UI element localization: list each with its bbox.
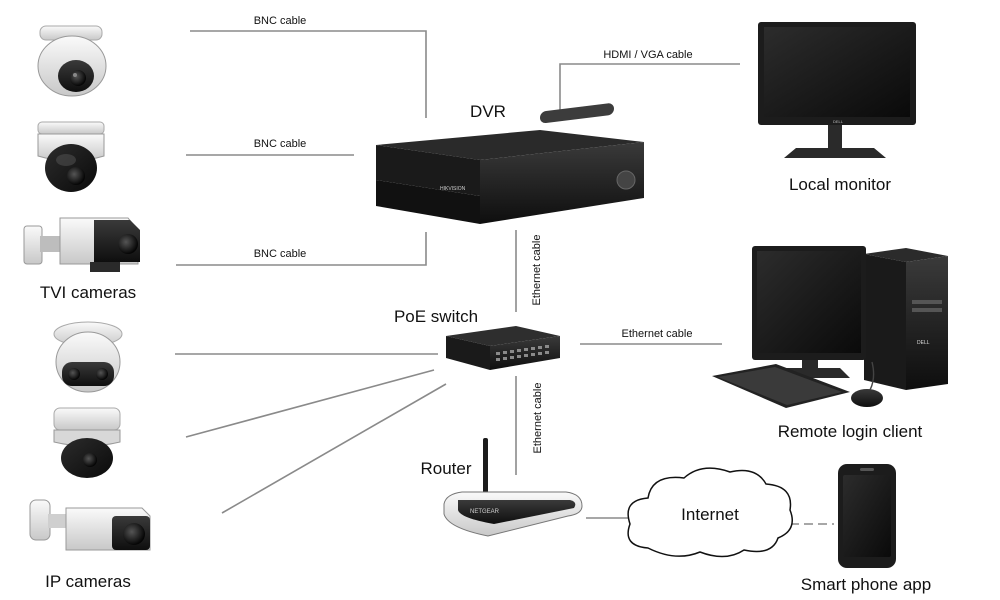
ethernet-cable-label-switch-client: Ethernet cable <box>622 328 693 340</box>
local-monitor-icon: DELL <box>758 22 916 158</box>
ip-camera-line-2 <box>185 369 435 438</box>
internet-cloud-icon <box>627 467 793 558</box>
bnc-line-1 <box>190 30 427 118</box>
hdmi-vga-cable-label: HDMI / VGA cable <box>603 49 692 61</box>
dvr-icon: HIKVISION <box>376 103 644 224</box>
poe-switch-icon <box>446 326 560 370</box>
router-label: Router <box>420 459 471 478</box>
ethernet-cable-label-dvr-switch: Ethernet cable <box>531 235 543 306</box>
router-brand-text: NETGEAR <box>470 509 500 515</box>
tvi-camera-dome-icon <box>37 121 105 192</box>
hdmi-vga-line <box>559 63 740 110</box>
ip-camera-line-3 <box>221 383 447 514</box>
tvi-camera-bullet-icon <box>23 217 140 272</box>
dvr-label: DVR <box>470 102 506 121</box>
pc-brand-text: DELL <box>917 340 930 346</box>
bnc-cable-label-2: BNC cable <box>254 138 307 150</box>
monitor-brand-text: DELL <box>833 119 844 124</box>
ethernet-cable-label-switch-router: Ethernet cable <box>532 383 544 454</box>
connection-lines <box>175 30 834 525</box>
tvi-camera-turret-icon <box>37 25 107 97</box>
router-icon: NETGEAR <box>443 438 583 537</box>
bnc-cable-label-3: BNC cable <box>254 248 307 260</box>
internet-label: Internet <box>681 505 739 524</box>
smart-phone-app-label: Smart phone app <box>801 575 931 594</box>
ip-cameras-label: IP cameras <box>45 572 131 591</box>
poe-switch-label: PoE switch <box>394 307 478 326</box>
bnc-cable-label-1: BNC cable <box>254 15 307 27</box>
smart-phone-icon <box>838 464 896 568</box>
dvr-brand-text: HIKVISION <box>440 186 466 192</box>
remote-login-client-label: Remote login client <box>778 422 923 441</box>
tvi-cameras-label: TVI cameras <box>40 283 136 302</box>
ip-camera-bullet-icon <box>29 499 151 551</box>
bnc-line-3 <box>176 232 427 266</box>
ip-camera-turret-icon <box>53 321 123 393</box>
cable-labels: BNC cable BNC cable BNC cable HDMI / VGA… <box>254 15 693 453</box>
remote-login-client-icon: DELL <box>712 246 948 408</box>
local-monitor-label: Local monitor <box>789 175 891 194</box>
ip-camera-dome-icon <box>53 407 121 478</box>
